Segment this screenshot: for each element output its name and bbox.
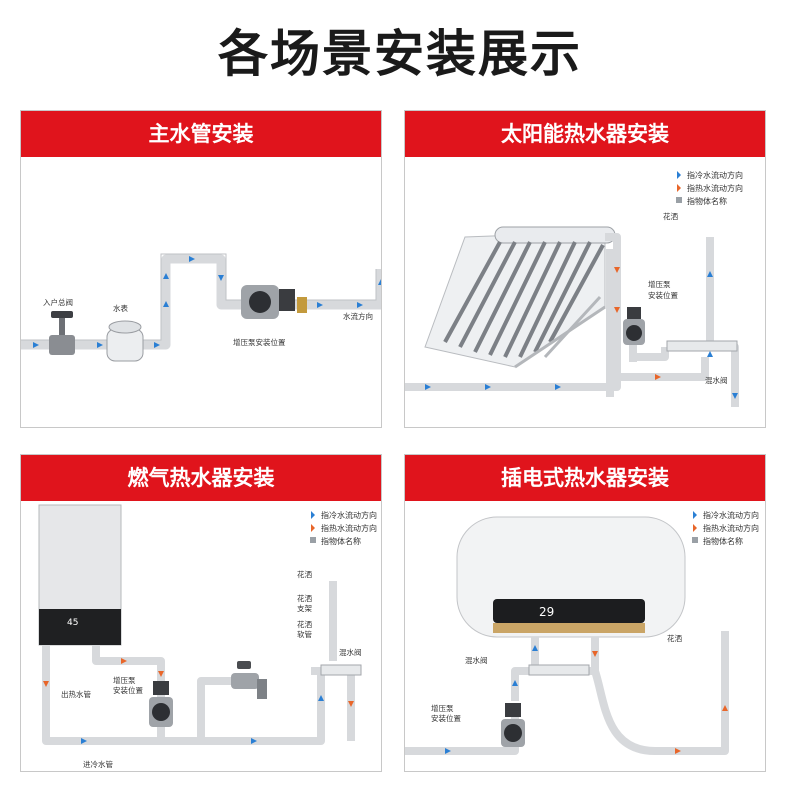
pipe [21,254,381,350]
svg-text:45: 45 [67,618,78,628]
pump-label-line1: 增压泵 [648,279,671,289]
booster-pump-icon [241,285,307,319]
panel-gas: 燃气热水器安装 45 指冷水流动方向 指热水流动方向 指物体名称 [20,454,382,772]
panel-main-pipe: 主水管安装 [20,110,382,428]
panel-title: 燃气热水器安装 [21,455,381,501]
booster-pump-icon [501,703,525,747]
cold-in-label: 进冷水管 [83,759,113,769]
shower-label: 花洒 [297,569,312,579]
svg-text:指物体名称: 指物体名称 [321,536,361,546]
svg-text:指冷水流动方向: 指冷水流动方向 [321,510,377,520]
svg-text:指物体名称: 指物体名称 [687,196,727,206]
gas-heater-icon: 45 [38,504,122,646]
svg-text:指物体名称: 指物体名称 [703,536,743,546]
faucet-icon [231,661,267,699]
svg-text:指热水流动方向: 指热水流动方向 [703,523,759,533]
page-title: 各场景安装展示 [218,25,582,83]
mix-label: 混水阀 [339,647,362,657]
electric-diagram: 29 指冷水流动方向 指热水流动方向 指物体名称 [405,510,759,755]
bracket-label-line1: 花洒 [297,593,312,603]
pump-label-line2: 安装位置 [648,290,678,300]
hot-arrow-icon [677,184,681,192]
shower-label: 花洒 [667,633,682,643]
booster-pump-icon [149,681,173,727]
bracket-label-line2: 支架 [297,603,312,613]
meter-label: 水表 [113,303,128,313]
pump-label-line2: 安装位置 [113,685,143,695]
svg-text:29: 29 [539,605,554,619]
mixing-valve-icon [320,664,362,676]
cold-arrow-icon [311,511,315,519]
object-marker-icon [310,537,316,543]
hot-flow-arrows [614,267,661,380]
pump-label: 增压泵安装位置 [233,337,286,347]
mixing-valve-icon [666,340,738,352]
cold-flow-arrows [33,256,381,348]
hot-arrow-icon [311,524,315,532]
cold-arrow-icon [693,511,697,519]
pump-label-line2: 安装位置 [431,713,461,723]
pump-label-line1: 增压泵 [113,675,136,685]
hot-arrow-icon [693,524,697,532]
panel-title: 主水管安装 [21,111,381,157]
mix-label: 混水阀 [465,655,488,665]
hose-label-line2: 软管 [297,629,312,639]
panel-electric: 插电式热水器安装 29 指冷水流动方向 指热水流动方向 指物体名称 [404,454,766,772]
hose-label-line1: 花洒 [297,619,312,629]
main-valve-icon [49,311,75,355]
legend: 指冷水流动方向 指热水流动方向 指物体名称 [692,510,759,546]
svg-text:指热水流动方向: 指热水流动方向 [687,183,743,193]
panel-title: 太阳能热水器安装 [405,111,765,157]
pipe [42,645,325,745]
cold-flow-arrows [81,695,324,744]
booster-pump-icon [623,307,645,345]
flow-label: 水流方向 [343,311,373,321]
svg-text:指冷水流动方向: 指冷水流动方向 [703,510,759,520]
gas-diagram: 45 指冷水流动方向 指热水流动方向 指物体名称 [38,504,377,769]
solar-panel-icon [424,226,616,369]
valve-label: 入户总阀 [43,297,73,307]
panel-solar: 太阳能热水器安装 指冷水流动方向 指热水流动方向 指物体名称 [404,110,766,428]
legend: 指冷水流动方向 指热水流动方向 指物体名称 [310,510,377,546]
object-marker-icon [692,537,698,543]
main-pipe-diagram: 入户总阀 水表 水流方向 增压泵安装位置 [21,253,381,362]
hot-out-label: 出热水管 [61,689,91,699]
mixing-valve-icon [528,664,590,676]
svg-text:指热水流动方向: 指热水流动方向 [321,523,377,533]
shower-label: 花洒 [663,211,678,221]
electric-heater-icon: 29 [456,516,686,638]
cold-flow-arrows [425,271,738,399]
object-marker-icon [676,197,682,203]
hot-flow-arrows [592,651,728,754]
legend: 指冷水流动方向 指热水流动方向 指物体名称 [676,170,743,206]
svg-text:指冷水流动方向: 指冷水流动方向 [687,170,743,180]
cold-flow-arrows [445,645,538,754]
mix-label: 混水阀 [705,375,728,385]
solar-diagram: 指冷水流动方向 指热水流动方向 指物体名称 [405,170,743,407]
panel-title: 插电式热水器安装 [405,455,765,501]
cold-arrow-icon [677,171,681,179]
hot-flow-arrows [43,658,354,707]
water-meter-icon [106,320,144,362]
pump-label-line1: 增压泵 [431,703,454,713]
